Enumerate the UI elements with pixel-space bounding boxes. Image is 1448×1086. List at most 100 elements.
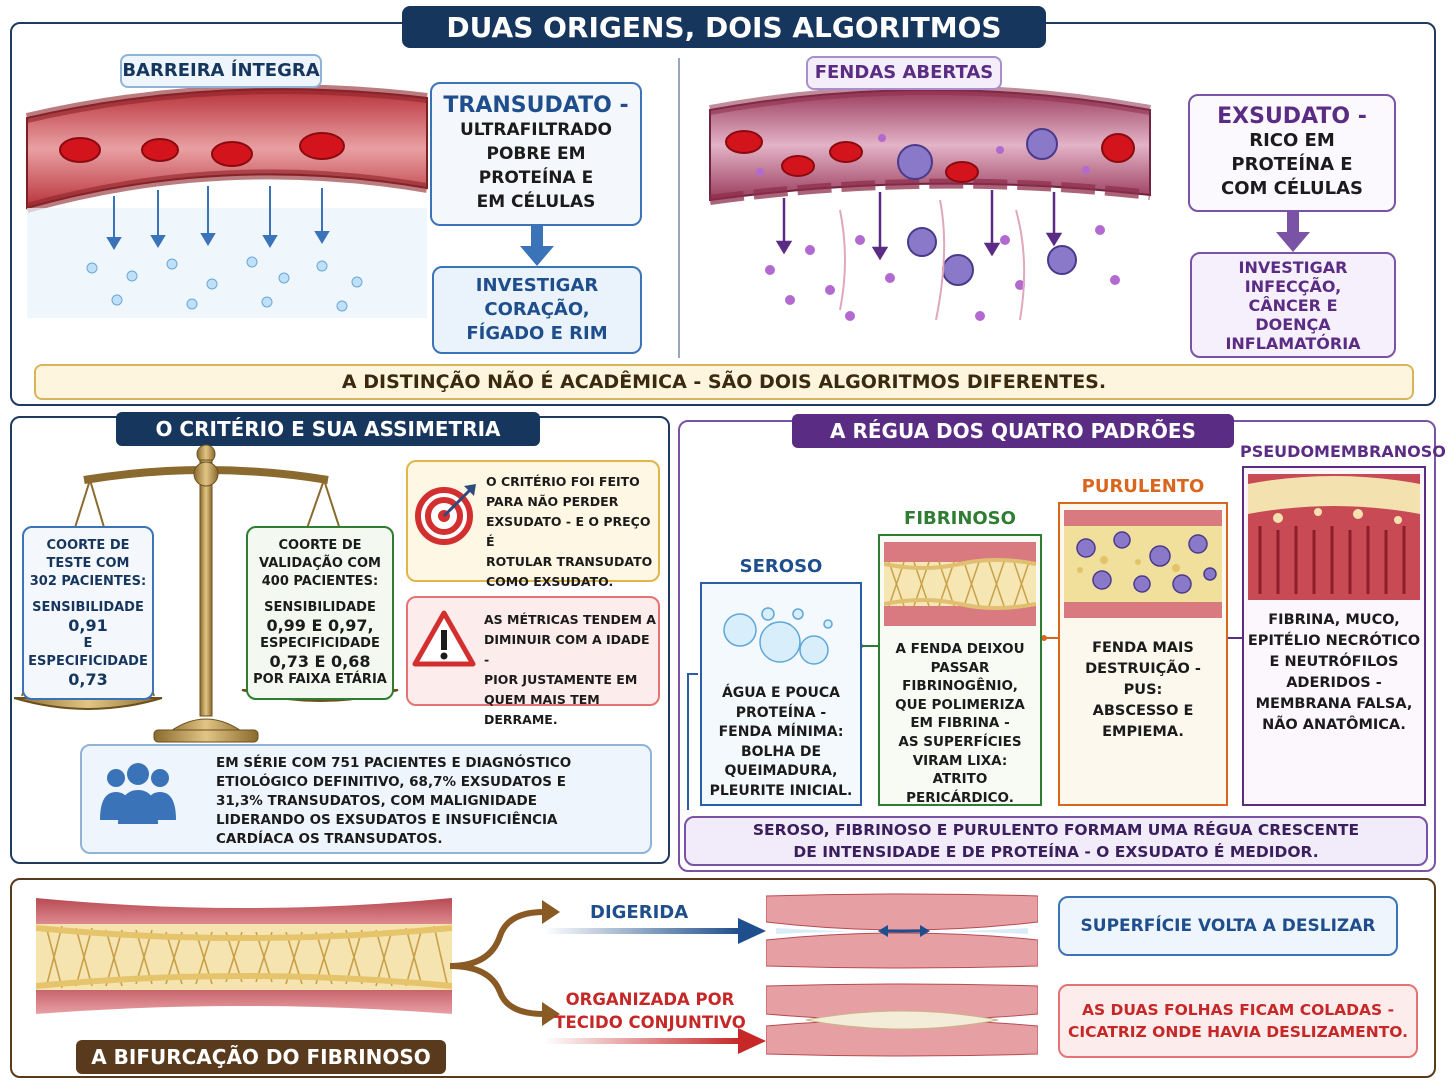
warning-icon <box>412 610 476 667</box>
exsudato-action-line: CÂNCER E <box>1248 295 1338 315</box>
exsudato-head: EXSUDATO - <box>1217 104 1367 129</box>
digerida-label: DIGERIDA <box>590 902 689 923</box>
criterio-note-text: O CRITÉRIO FOI FEITO PARA NÃO PERDER EXS… <box>486 472 658 592</box>
note1-line: COMO EXSUDATO. <box>486 574 614 589</box>
validacao-line: COORTE DE <box>278 538 362 553</box>
seroso-line: BOLHA DE <box>740 743 822 760</box>
validacao-line: ESPECIFICIDADE <box>260 636 380 651</box>
note1-line: ROTULAR TRANSUDATO <box>486 554 653 569</box>
organizada-line: ORGANIZADA POR <box>565 990 735 1009</box>
transudato-head: TRANSUDATO - <box>443 93 629 118</box>
top-divider <box>678 58 680 358</box>
exsudato-line: RICO EM <box>1249 130 1335 151</box>
top-banner: A DISTINÇÃO NÃO É ACADÊMICA - SÃO DOIS A… <box>34 364 1414 400</box>
teste-line: 0,73 <box>68 670 108 689</box>
fibrinoso-line: PASSAR <box>930 659 990 676</box>
exsudato-box: EXSUDATO - RICO EM PROTEÍNA E COM CÉLULA… <box>1188 94 1396 212</box>
transudato-line: ULTRAFILTRADO <box>459 120 613 140</box>
purulento-line: FENDA MAIS <box>1092 640 1194 656</box>
organizada-label: ORGANIZADA POR TECIDO CONJUNTIVO <box>552 988 748 1034</box>
teste-line: 0,91 <box>68 616 108 635</box>
serie-line: LIDERANDO OS EXSUDATOS E INSUFICIÊNCIA <box>216 812 558 828</box>
note2-line: QUEM MAIS TEM DERRAME. <box>484 692 600 727</box>
teste-line: SENSIBILIDADE <box>32 600 144 615</box>
result-sliding-box: SUPERFÍCIE VOLTA A DESLIZAR <box>1058 896 1398 956</box>
fibrinoso-line: FIBRINOGÊNIO, <box>902 678 1018 695</box>
note1-line: O CRITÉRIO FOI FEITO <box>486 474 640 489</box>
bifurcacao-title: A BIFURCAÇÃO DO FIBRINOSO <box>76 1040 446 1074</box>
exsudato-line: COM CÉLULAS <box>1220 178 1363 199</box>
exsudato-action-line: INFLAMATÓRIA <box>1225 333 1361 353</box>
target-icon <box>415 484 476 545</box>
teste-line: COORTE DE <box>46 538 130 553</box>
seroso-line: PROTEÍNA - <box>735 704 827 721</box>
note1-line: EXSUDATO - E O PREÇO É <box>486 514 651 549</box>
pus-tissue-illustration <box>1064 510 1222 618</box>
criterio-title: O CRITÉRIO E SUA ASSIMETRIA <box>116 412 540 446</box>
down-arrow-icon <box>1276 212 1310 252</box>
criterio-warning-text: AS MÉTRICAS TENDEM A DIMINUIR COM A IDAD… <box>484 610 658 730</box>
intact-vessel-illustration <box>25 84 428 318</box>
pseudo-line: MEMBRANA FALSA, <box>1255 696 1413 712</box>
pseudomembranoso-text: FIBRINA, MUCO, EPITÉLIO NECRÓTICO E NEUT… <box>1244 610 1424 736</box>
pseudomembranoso-label: PSEUDOMEMBRANOSO <box>1240 442 1446 461</box>
transudato-line: POBRE EM <box>486 144 586 164</box>
result-adhered-box: AS DUAS FOLHAS FICAM COLADAS - CICATRIZ … <box>1058 984 1418 1058</box>
fibrinoso-text: A FENDA DEIXOU PASSAR FIBRINOGÊNIO, QUE … <box>880 640 1040 807</box>
purulento-text: FENDA MAIS DESTRUIÇÃO - PUS: ABSCESSO E … <box>1060 638 1226 743</box>
main-title: DUAS ORIGENS, DOIS ALGORITMOS <box>402 6 1046 48</box>
serie-line: CARDÍACA OS TRANSUDATOS. <box>216 831 443 847</box>
purulento-line: DESTRUIÇÃO - <box>1085 661 1201 677</box>
note2-line: DIMINUIR COM A IDADE - <box>484 632 650 667</box>
transudato-action-line: FÍGADO E RIM <box>466 323 608 344</box>
teste-line: ESPECIFICIDADE <box>28 654 148 669</box>
validacao-cohort-box: COORTE DE VALIDAÇÃO COM 400 PACIENTES: S… <box>246 526 394 700</box>
seroso-text: ÁGUA E POUCA PROTEÍNA - FENDA MÍNIMA: BO… <box>702 684 860 801</box>
pseudo-line: ADERIDOS - <box>1286 675 1382 691</box>
seroso-card <box>700 582 862 806</box>
note2-line: AS MÉTRICAS TENDEM A <box>484 612 656 627</box>
teste-cohort-box: COORTE DE TESTE COM 302 PACIENTES: SENSI… <box>22 526 154 700</box>
purulento-line: EMPIEMA. <box>1102 724 1184 740</box>
leaky-vessel-illustration <box>709 85 1151 321</box>
pseudo-line: EPITÉLIO NECRÓTICO <box>1247 633 1421 649</box>
result-adhered-line: CICATRIZ ONDE HAVIA DESLIZAMENTO. <box>1067 1023 1409 1041</box>
fendas-abertas-label: FENDAS ABERTAS <box>806 56 1002 90</box>
exsudato-action-line: INFECÇÃO, <box>1244 276 1342 296</box>
fibrinous-tissue-illustration <box>36 898 452 1014</box>
note2-line: PIOR JUSTAMENTE EM <box>484 672 638 687</box>
exsudato-line: PROTEÍNA E <box>1231 154 1353 175</box>
transudato-line: EM CÉLULAS <box>476 192 596 212</box>
transudato-action-line: INVESTIGAR <box>475 275 599 296</box>
seroso-label: SEROSO <box>739 556 823 577</box>
fibrinoso-line: AS SUPERFÍCIES <box>898 733 1022 750</box>
regua-banner-line: SEROSO, FIBRINOSO E PURULENTO FORMAM UMA… <box>752 821 1360 839</box>
purulento-line: PUS: <box>1123 682 1163 698</box>
seroso-line: QUEIMADURA, <box>724 763 838 779</box>
serie-line: ETIOLÓGICO DEFINITIVO, 68,7% EXSUDATOS E <box>216 774 566 790</box>
note1-line: PARA NÃO PERDER <box>486 494 619 509</box>
exsudato-action-line: DOENÇA <box>1255 314 1331 334</box>
regua-banner: SEROSO, FIBRINOSO E PURULENTO FORMAM UMA… <box>684 816 1428 866</box>
serie-box <box>80 744 652 854</box>
pseudo-line: NÃO ANATÔMICA. <box>1262 717 1406 733</box>
transudato-action-box: INVESTIGAR CORAÇÃO, FÍGADO E RIM <box>432 266 642 354</box>
seroso-line: PLEURITE INICIAL. <box>709 782 853 799</box>
transudato-box: TRANSUDATO - ULTRAFILTRADO POBRE EM PROT… <box>430 82 642 226</box>
sliding-surfaces-illustration <box>766 893 1038 969</box>
validacao-line: VALIDAÇÃO COM <box>259 556 381 571</box>
barreira-integra-label: BARREIRA ÍNTEGRA <box>120 54 322 88</box>
pseudo-line: E NEUTRÓFILOS <box>1269 654 1399 670</box>
transudato-action-line: CORAÇÃO, <box>484 299 590 320</box>
bubbles-icon <box>723 607 833 665</box>
seroso-line: FENDA MÍNIMA: <box>718 724 844 740</box>
result-adhered-line: AS DUAS FOLHAS FICAM COLADAS - <box>1081 1001 1395 1019</box>
fibrinoso-line: QUE POLIMERIZA <box>895 696 1025 713</box>
exsudato-action-box: INVESTIGAR INFECÇÃO, CÂNCER E DOENÇA INF… <box>1190 252 1396 358</box>
transudato-line: PROTEÍNA E <box>478 168 594 188</box>
validacao-line: 0,99 E 0,97, <box>266 616 374 635</box>
serie-text: EM SÉRIE COM 751 PACIENTES E DIAGNÓSTICO… <box>216 754 646 849</box>
bifurcation-arrow-icon <box>450 900 560 1026</box>
teste-line: 302 PACIENTES: <box>29 574 147 589</box>
teste-line: E <box>83 636 93 651</box>
